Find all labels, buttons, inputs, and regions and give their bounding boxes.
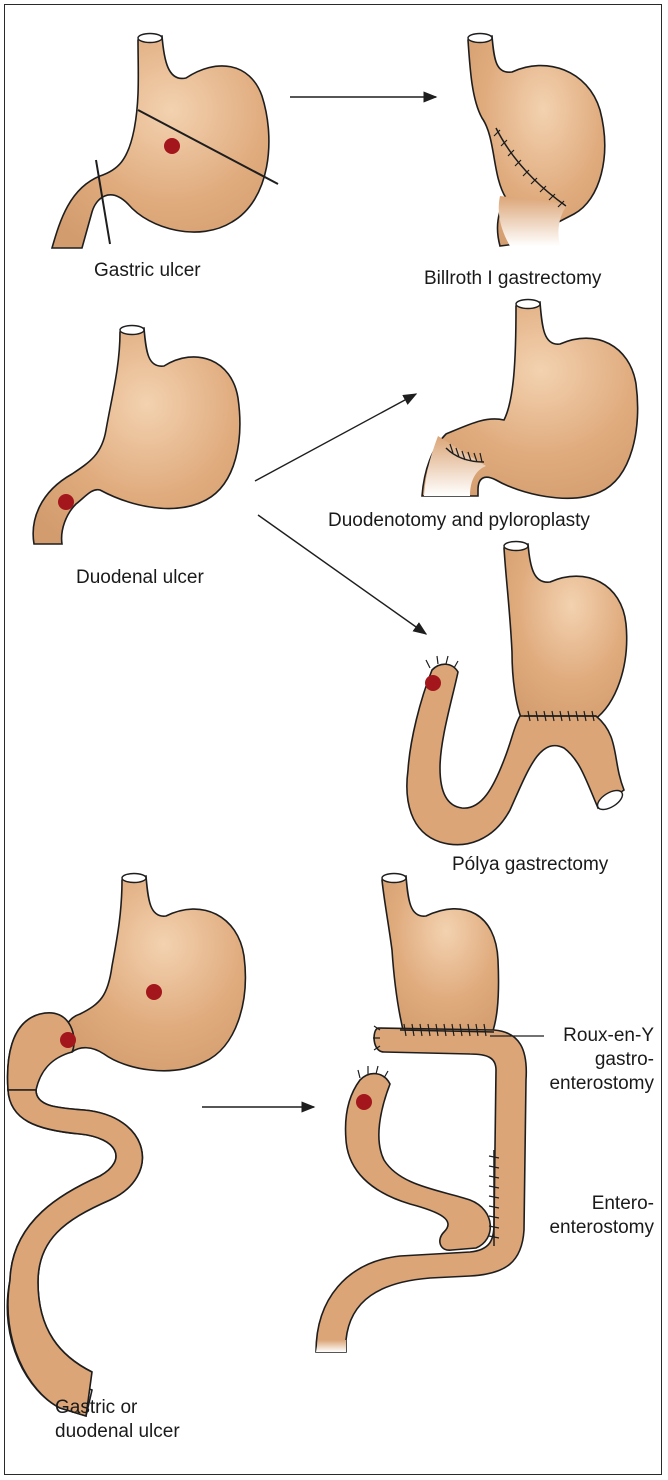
label-line: Roux-en-Y xyxy=(520,1024,654,1048)
label-line: Gastric or xyxy=(55,1396,180,1420)
label-line: duodenal ulcer xyxy=(55,1420,180,1444)
esophagus-opening xyxy=(468,34,492,43)
esophagus-opening xyxy=(516,300,540,309)
ulcer-marker xyxy=(60,1032,76,1048)
esophagus-opening xyxy=(122,874,146,883)
label-roux-en-y: Roux-en-Y gastro- enterostomy xyxy=(520,1024,654,1096)
gastric-ulcer-stomach xyxy=(52,34,278,249)
ulcer-marker xyxy=(356,1094,372,1110)
label-line: enterostomy xyxy=(520,1072,654,1096)
ulcer-marker xyxy=(58,494,74,510)
ulcer-marker xyxy=(164,138,180,154)
ulcer-marker xyxy=(146,984,162,1000)
label-line: enterostomy xyxy=(520,1216,654,1240)
arrow-duodenotomy xyxy=(255,394,416,481)
ulcer-marker xyxy=(425,675,441,691)
label-duodenotomy: Duodenotomy and pyloroplasty xyxy=(328,509,590,533)
label-line: gastro- xyxy=(520,1048,654,1072)
roux-en-y-stomach xyxy=(316,874,544,1353)
esophagus-opening xyxy=(382,874,406,883)
label-duodenal-ulcer: Duodenal ulcer xyxy=(76,566,204,590)
esophagus-opening xyxy=(120,326,144,335)
label-gastric-ulcer: Gastric ulcer xyxy=(94,259,201,283)
label-polya: Pólya gastrectomy xyxy=(452,853,608,877)
label-billroth: Billroth I gastrectomy xyxy=(424,267,601,291)
label-entero-enterostomy: Entero- enterostomy xyxy=(520,1192,654,1240)
polya-stomach xyxy=(407,542,627,845)
gastric-or-duodenal-stomach xyxy=(7,874,245,1417)
duodenal-ulcer-stomach xyxy=(33,326,240,545)
billroth-stomach xyxy=(468,34,605,247)
duodenotomy-stomach xyxy=(422,300,638,499)
esophagus-opening xyxy=(504,542,528,551)
esophagus-opening xyxy=(138,34,162,43)
label-line: Entero- xyxy=(520,1192,654,1216)
label-gastric-or-duodenal: Gastric or duodenal ulcer xyxy=(55,1396,180,1444)
